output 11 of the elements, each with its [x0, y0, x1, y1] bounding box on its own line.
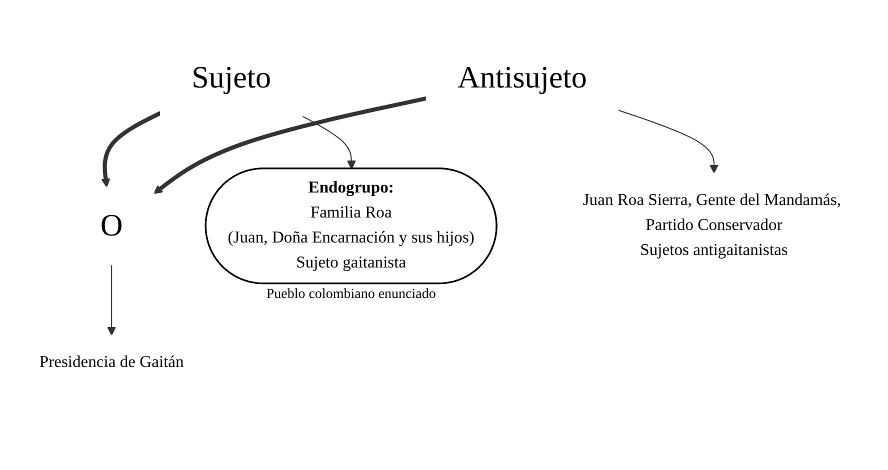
arrow: [618, 110, 719, 174]
node-text: Juan Roa Sierra, Gente del Mandamás, Partido Conservador Sujetos antigaitanistas: [582, 192, 842, 260]
node-text: O: [100, 208, 123, 243]
arrow: [302, 116, 356, 170]
node-text: Sujeto: [192, 60, 272, 95]
arrow: [107, 264, 116, 336]
arrow: [101, 111, 162, 188]
arrow: [153, 96, 427, 194]
node-caption: Pueblo colombiano enunciado: [266, 287, 436, 304]
node-text: Presidencia de Gaitán: [39, 354, 184, 372]
node-text: Antisujeto: [457, 60, 587, 95]
